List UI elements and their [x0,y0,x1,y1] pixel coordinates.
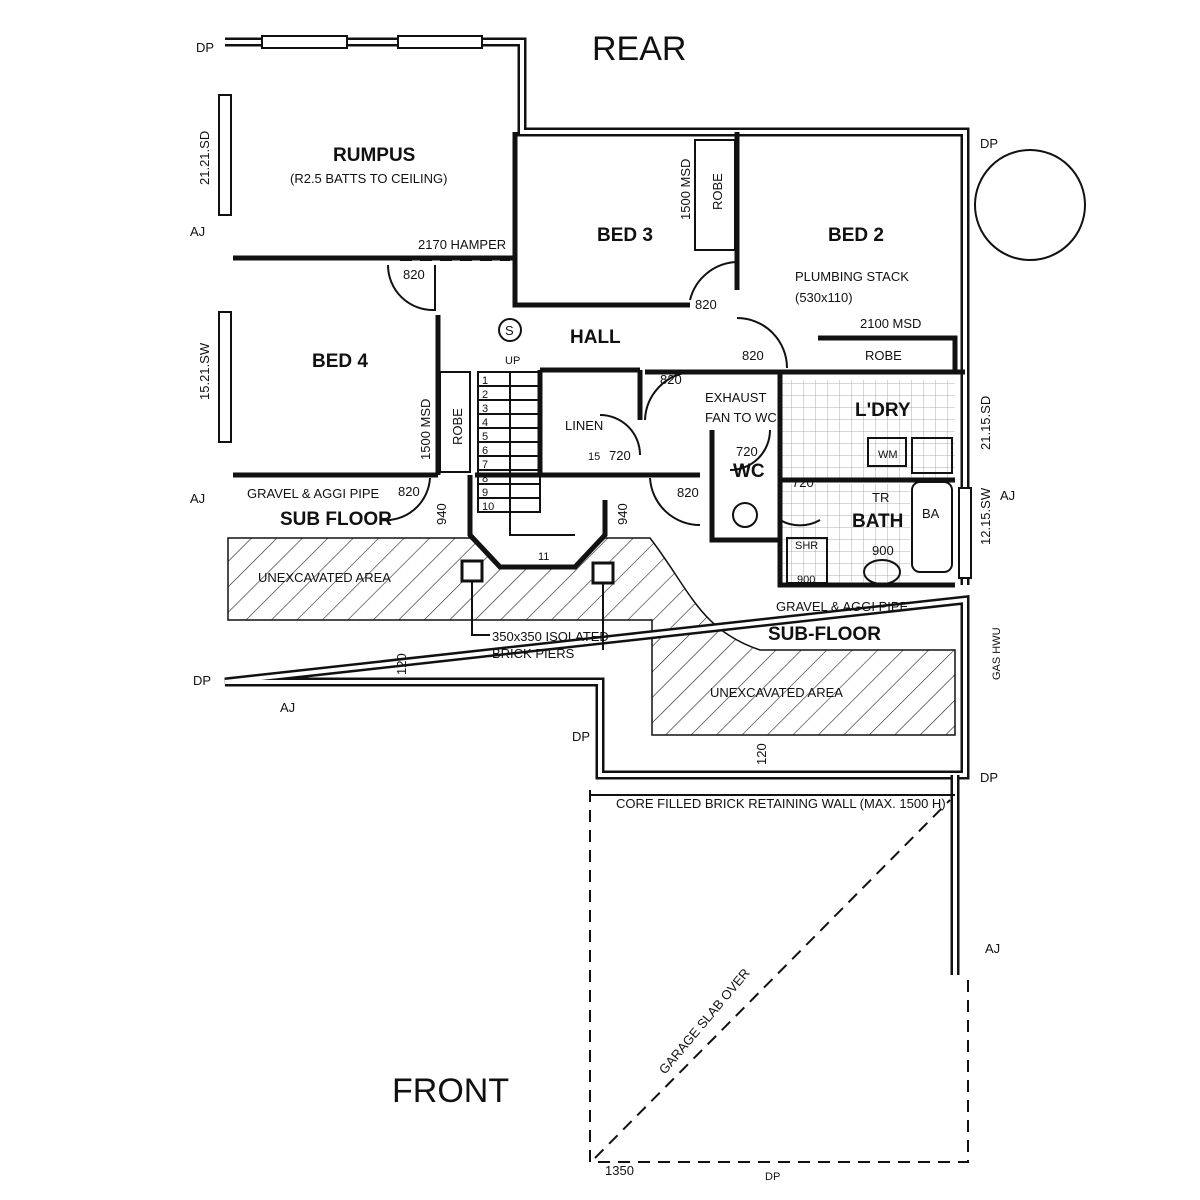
svg-text:AJ: AJ [985,941,1000,956]
svg-text:AJ: AJ [190,224,205,239]
window-code-3: 21.15.SD [978,396,993,450]
unexcavated-label-right: UNEXCAVATED AREA [710,685,843,700]
window-code-1: 21.21.SD [197,131,212,185]
bath-tiles [780,484,910,584]
wm-label: WM [878,449,898,461]
bath-fixtures [732,437,953,585]
ba-label: BA [922,506,940,521]
unexcavated-area-hatch [227,537,956,736]
smoke-alarm [498,318,522,342]
svg-text:DP: DP [980,136,998,151]
bath-label: BATH [852,511,903,532]
robe-bed4-label: ROBE [450,408,465,445]
exhaust-label-2: FAN TO WC [705,410,777,425]
svg-text:9: 9 [482,487,488,499]
plumbing-size-label: (530x110) [795,290,853,305]
svg-text:820: 820 [742,348,764,363]
water-tank-circle [974,149,1086,261]
svg-text:820: 820 [398,484,420,499]
rumpus-label: RUMPUS [333,145,415,166]
svg-text:8: 8 [482,473,488,485]
brick-piers [460,559,615,650]
laundry-label: L'DRY [855,400,911,421]
retaining-wall-label: CORE FILLED BRICK RETAINING WALL (MAX. 1… [616,796,946,811]
unexcavated-label-left: UNEXCAVATED AREA [258,570,391,585]
svg-text:10: 10 [482,501,494,513]
bed2-label: BED 2 [828,225,884,246]
svg-text:940: 940 [434,503,449,525]
msd-bed2-label: 2100 MSD [860,316,921,331]
window-code-4: 12.15.SW [978,487,993,545]
svg-text:AJ: AJ [280,700,295,715]
plumbing-stack-label: PLUMBING STACK [795,269,909,284]
bed4-label: BED 4 [312,351,368,372]
gravel-pipe-label-left: GRAVEL & AGGI PIPE [247,486,380,501]
sub-floor-label-right: SUB-FLOOR [768,624,881,645]
smoke-alarm-label: S [505,323,514,338]
garage-slab-label: GARAGE SLAB OVER [656,965,753,1076]
svg-text:820: 820 [660,372,682,387]
service-markers: DP DP DP DP DP DP AJ AJ AJ AJ AJ [190,40,1015,1183]
svg-text:820: 820 [695,297,717,312]
garage-slab [589,790,969,1163]
wc-label: WC [733,461,765,482]
gravel-pipe-label-right: GRAVEL & AGGI PIPE [776,599,909,614]
tr-label: TR [872,490,889,505]
robe-bed2-label: ROBE [865,348,902,363]
svg-text:AJ: AJ [1000,488,1015,503]
hall-label: HALL [570,327,621,348]
svg-text:5: 5 [482,431,488,443]
svg-text:940: 940 [615,503,630,525]
front-label: FRONT [392,1072,509,1110]
rear-label: REAR [592,30,686,68]
rumpus-note: (R2.5 BATTS TO CEILING) [290,171,447,186]
svg-text:120: 120 [394,653,409,675]
sub-floor-label-left: SUB FLOOR [280,509,392,530]
svg-text:DP: DP [765,1171,780,1183]
linen-label: LINEN [565,418,603,433]
svg-text:1: 1 [482,375,488,387]
svg-text:2: 2 [482,389,488,401]
hamper-label: 2170 HAMPER [418,237,506,252]
svg-text:11: 11 [538,551,549,563]
svg-text:820: 820 [403,267,425,282]
svg-text:7: 7 [482,459,488,471]
svg-text:DP: DP [193,673,211,688]
svg-text:DP: DP [196,40,214,55]
svg-text:720: 720 [792,475,814,490]
msd-bed4-label: 1500 MSD [418,399,433,460]
svg-text:120: 120 [754,743,769,765]
stair-step-numbers: 1 2 3 4 5 6 7 8 9 10 [482,375,494,513]
svg-text:900: 900 [872,543,894,558]
window-code-2: 15.21.SW [197,342,212,400]
svg-text:6: 6 [482,445,488,457]
piers-label-2: BRICK PIERS [492,646,575,661]
msd-bed3-label: 1500 MSD [678,159,693,220]
door-swings [379,261,821,527]
stair-up-label: UP [505,355,520,367]
svg-text:900: 900 [797,574,815,586]
robe-bed3-label: ROBE [710,173,725,210]
windows [218,35,972,579]
stair [467,371,608,570]
svg-text:4: 4 [482,417,488,429]
svg-text:DP: DP [572,729,590,744]
svg-text:820: 820 [677,485,699,500]
piers-label: 350x350 ISOLATED [492,629,609,644]
dimensions: 820 820 820 820 820 820 720 720 720 940 … [394,267,894,1178]
svg-text:720: 720 [609,448,631,463]
exhaust-label: EXHAUST [705,390,766,405]
svg-text:720: 720 [736,444,758,459]
svg-text:1350: 1350 [605,1163,634,1178]
svg-text:3: 3 [482,403,488,415]
bed3-label: BED 3 [597,225,653,246]
svg-text:DP: DP [980,770,998,785]
svg-text:15: 15 [588,451,600,463]
gas-hwu-label: GAS HWU [991,627,1003,680]
shr-label: SHR [795,540,818,552]
svg-text:AJ: AJ [190,491,205,506]
